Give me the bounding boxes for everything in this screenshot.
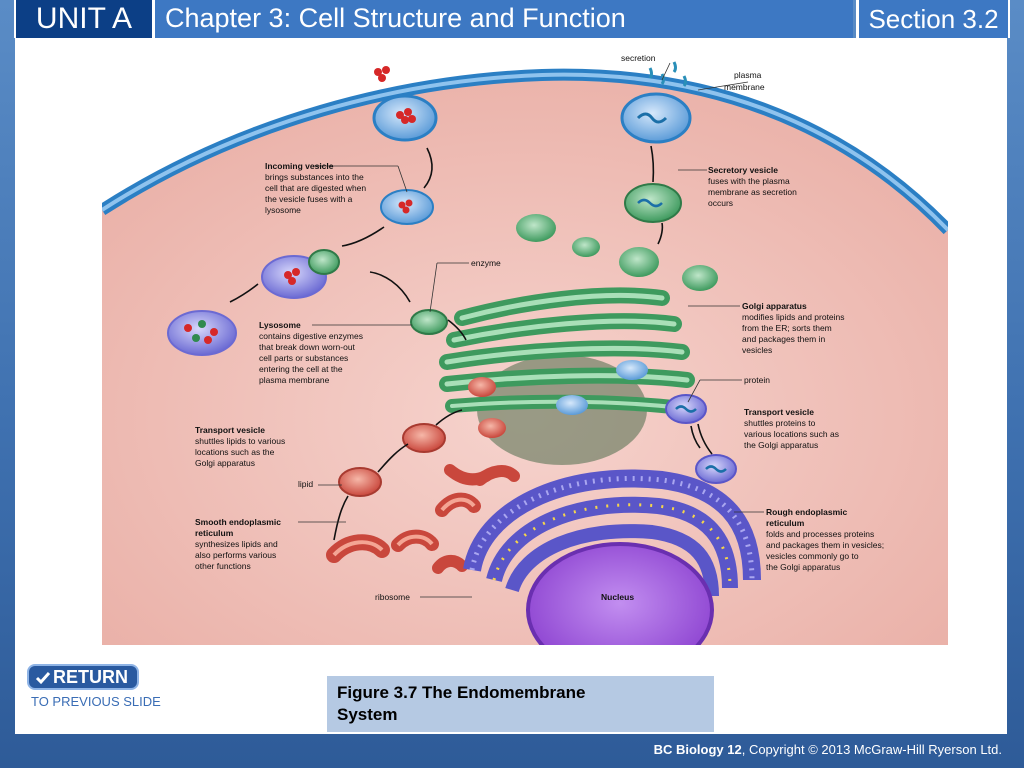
label-lipid: lipid <box>298 479 313 489</box>
label-transport-l-title: Transport vesicle <box>195 425 265 435</box>
label-incoming-2: cell that are digested when <box>265 183 366 193</box>
secretory-vesicle <box>624 183 682 223</box>
label-golgi-title: Golgi apparatus <box>742 301 807 311</box>
label-ser-title-2: reticulum <box>195 528 234 538</box>
label-golgi-1: modifies lipids and proteins <box>742 312 845 322</box>
transport-vesicle-lipid <box>338 423 446 497</box>
substance-particle-icon <box>374 66 390 82</box>
pathway-arrows <box>229 145 713 541</box>
lysosome <box>167 310 237 356</box>
unit-title: UNIT A <box>14 0 155 38</box>
golgi-vesicle-3 <box>619 247 659 277</box>
label-rer-3: vesicles commonly go to <box>766 551 859 561</box>
rough-er <box>463 469 761 597</box>
return-label: RETURN <box>53 667 128 687</box>
label-secretory-2: membrane as secretion <box>708 187 797 197</box>
label-transport-r-1: shuttles proteins to <box>744 418 816 428</box>
label-plasma-1: plasma <box>734 70 762 80</box>
leader-lines <box>298 62 764 598</box>
label-golgi-2: from the ER; sorts them <box>742 323 832 333</box>
section-title: Section 3.2 <box>856 0 1010 38</box>
label-lysosome-title: Lysosome <box>259 320 301 330</box>
diagram-svg: secretion plasma membrane Incoming vesic… <box>102 40 948 645</box>
check-arrow-icon <box>35 669 51 691</box>
enzyme-vesicle <box>410 309 448 335</box>
label-lysosome-5: plasma membrane <box>259 375 330 385</box>
label-incoming-title: Incoming vesicle <box>265 161 334 171</box>
footer-copy: , Copyright © 2013 McGraw-Hill Ryerson L… <box>741 742 1002 757</box>
label-ser-2: also performs various <box>195 550 276 560</box>
label-protein: protein <box>744 375 770 385</box>
label-rer-2: and packages them in vesicles; <box>766 540 884 550</box>
previous-slide-link[interactable]: TO PREVIOUS SLIDE <box>31 694 161 709</box>
label-golgi-3: and packages them in <box>742 334 825 344</box>
label-enzyme: enzyme <box>471 258 501 268</box>
label-transport-r-3: the Golgi apparatus <box>744 440 818 450</box>
label-incoming-3: the vesicle fuses with a <box>265 194 353 204</box>
endomembrane-diagram: secretion plasma membrane Incoming vesic… <box>102 40 948 645</box>
golgi-vesicle-4 <box>682 265 718 291</box>
label-rer-title-1: Rough endoplasmic <box>766 507 848 517</box>
caption-line-1: Figure 3.7 The Endomembrane <box>337 683 586 702</box>
label-incoming-4: lysosome <box>265 205 301 215</box>
figure-caption: Figure 3.7 The Endomembrane System <box>327 676 714 732</box>
label-secretory-title: Secretory vesicle <box>708 165 778 175</box>
label-rer-1: folds and processes proteins <box>766 529 874 539</box>
caption-line-2: System <box>337 705 398 724</box>
label-golgi-4: vesicles <box>742 345 772 355</box>
label-ser-title-1: Smooth endoplasmic <box>195 517 281 527</box>
nucleus <box>526 542 714 645</box>
label-ser-3: other functions <box>195 561 251 571</box>
label-lysosome-3: cell parts or substances <box>259 353 348 363</box>
secretion-particles <box>648 61 687 87</box>
label-lysosome-1: contains digestive enzymes <box>259 331 363 341</box>
golgi-apparatus <box>439 287 695 465</box>
smooth-er <box>326 464 520 574</box>
secretory-vesicle-membrane <box>620 92 692 144</box>
footer-brand: BC Biology 12 <box>653 742 742 757</box>
label-secretion: secretion <box>621 53 656 63</box>
incoming-vesicle <box>380 189 434 225</box>
label-transport-r-title: Transport vesicle <box>744 407 814 417</box>
label-lysosome-4: entering the cell at the <box>259 364 343 374</box>
label-transport-l-3: Golgi apparatus <box>195 458 255 468</box>
label-nucleus: Nucleus <box>601 592 634 602</box>
plasma-membrane-inner <box>102 72 948 232</box>
label-plasma-2: membrane <box>724 82 765 92</box>
label-transport-l-1: shuttles lipids to various <box>195 436 285 446</box>
label-rer-4: the Golgi apparatus <box>766 562 840 572</box>
label-incoming-1: brings substances into the <box>265 172 364 182</box>
label-secretory-1: fuses with the plasma <box>708 176 790 186</box>
lysosome-fusing <box>261 249 340 299</box>
label-rer-title-2: reticulum <box>766 518 805 528</box>
diagram-labels: secretion plasma membrane Incoming vesic… <box>195 53 884 602</box>
label-transport-r-2: various locations such as <box>744 429 839 439</box>
label-lysosome-2: that break down worn-out <box>259 342 356 352</box>
slide-header: UNIT A Chapter 3: Cell Structure and Fun… <box>0 0 1024 38</box>
chapter-title: Chapter 3: Cell Structure and Function <box>155 0 853 38</box>
label-ribosome: ribosome <box>375 592 410 602</box>
label-secretory-3: occurs <box>708 198 733 208</box>
footer-copyright: BC Biology 12, Copyright © 2013 McGraw-H… <box>654 742 1002 757</box>
golgi-vesicle-1 <box>516 214 556 242</box>
incoming-vesicle-membrane <box>372 94 438 142</box>
label-ser-1: synthesizes lipids and <box>195 539 278 549</box>
transport-vesicle-protein <box>665 394 737 484</box>
golgi-vesicle-2 <box>572 237 600 257</box>
return-button[interactable]: RETURN <box>27 664 139 690</box>
label-transport-l-2: locations such as the <box>195 447 275 457</box>
